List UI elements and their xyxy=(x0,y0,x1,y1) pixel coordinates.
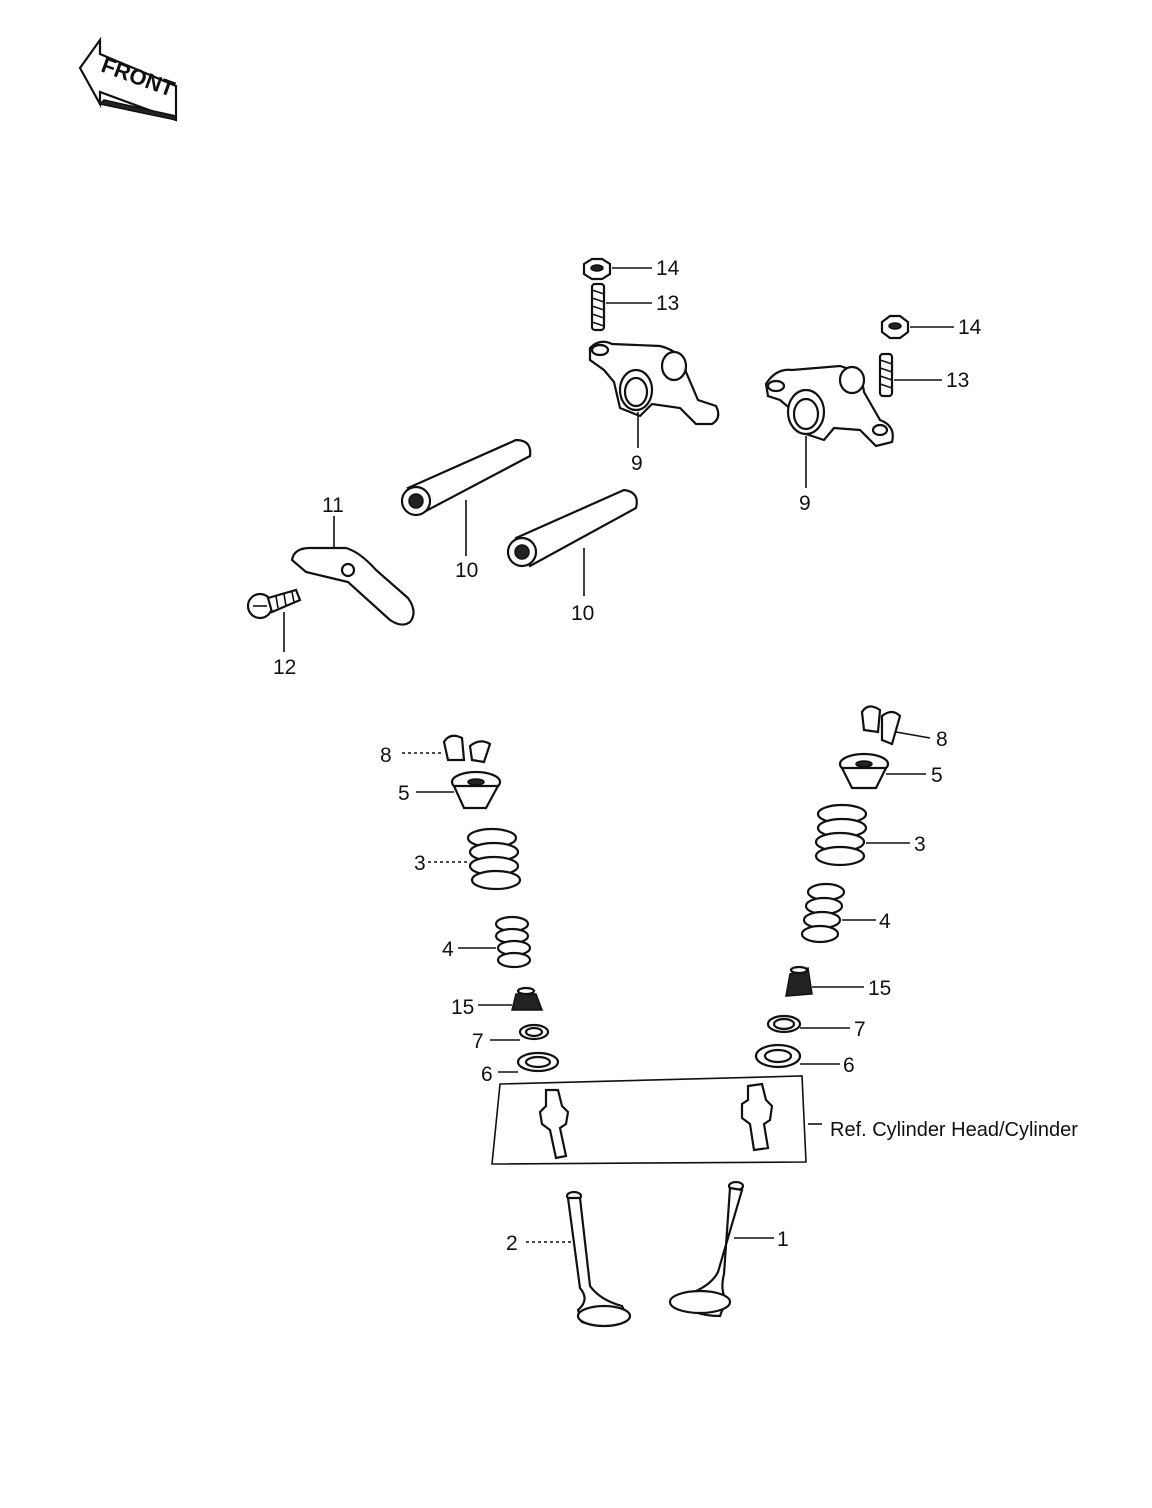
callout-15-right: 15 xyxy=(868,977,891,1000)
rocker-shaft-10-upper xyxy=(400,438,532,517)
callout-7-right: 7 xyxy=(854,1018,866,1041)
rocker-arm-9-right xyxy=(764,364,894,448)
spring-retainer-5-left xyxy=(450,770,502,810)
callout-14b: 14 xyxy=(958,316,982,339)
callout-3-left: 3 xyxy=(414,852,426,875)
cotter-8-right xyxy=(860,705,902,746)
nut-14-left xyxy=(582,257,612,281)
callout-2: 2 xyxy=(506,1232,518,1255)
callout-8-left: 8 xyxy=(380,744,392,767)
stem-seal-15-left xyxy=(511,986,544,1011)
inner-spring-4-left xyxy=(494,915,532,969)
callout-11: 11 xyxy=(322,494,344,517)
cotter-8-left xyxy=(442,734,492,764)
front-arrow-badge: FRONT xyxy=(78,36,178,122)
spring-retainer-5-right xyxy=(838,752,890,790)
exhaust-valve-2 xyxy=(565,1190,632,1328)
cylinder-head-reference-frame xyxy=(491,1075,807,1165)
callout-10a: 10 xyxy=(455,559,478,582)
callout-12: 12 xyxy=(273,656,296,679)
callout-4-right: 4 xyxy=(879,910,891,933)
callout-10b: 10 xyxy=(571,602,594,625)
callout-6-left: 6 xyxy=(481,1063,493,1086)
callout-13a: 13 xyxy=(656,292,679,315)
nut-14-right xyxy=(880,314,910,340)
outer-spring-3-right xyxy=(814,803,868,867)
rocker-shaft-10-lower xyxy=(506,488,638,568)
stud-13-right xyxy=(878,352,894,398)
inner-spring-4-right xyxy=(800,882,846,944)
callout-6-right: 6 xyxy=(843,1054,855,1077)
outer-spring-3-left xyxy=(466,827,522,891)
washer-7-right xyxy=(766,1014,802,1034)
callout-8-right: 8 xyxy=(936,728,948,751)
stem-seal-15-right xyxy=(785,965,813,997)
stud-13-left xyxy=(590,282,606,332)
callout-9a: 9 xyxy=(631,452,643,475)
callout-9b: 9 xyxy=(799,492,811,515)
washer-7-left xyxy=(518,1023,550,1041)
rocker-arm-9-left xyxy=(588,340,720,426)
callout-3-right: 3 xyxy=(914,833,926,856)
callout-1: 1 xyxy=(777,1228,789,1251)
callout-14a: 14 xyxy=(656,257,680,280)
callout-5-left: 5 xyxy=(398,782,410,805)
intake-valve-1 xyxy=(668,1180,745,1318)
retainer-plate-11 xyxy=(290,546,415,626)
spring-seat-6-right xyxy=(754,1043,802,1069)
callout-7-left: 7 xyxy=(472,1030,484,1053)
callout-13b: 13 xyxy=(946,369,969,392)
callout-15-left: 15 xyxy=(451,996,474,1019)
spring-seat-6-left xyxy=(516,1051,560,1073)
reference-note: Ref. Cylinder Head/Cylinder xyxy=(830,1119,1078,1141)
callout-5-right: 5 xyxy=(931,764,943,787)
callout-4-left: 4 xyxy=(442,938,454,961)
screw-12 xyxy=(246,588,302,620)
